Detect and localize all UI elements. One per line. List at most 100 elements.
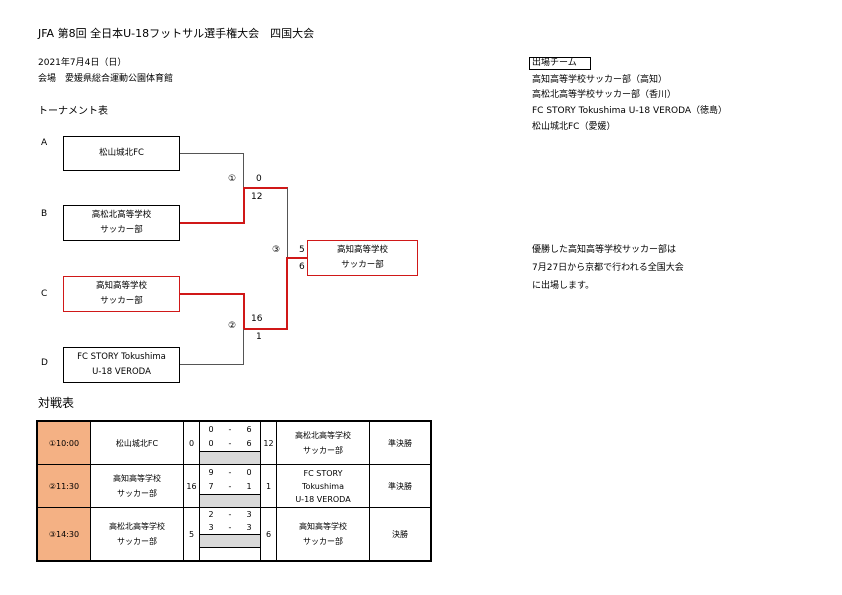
team-box-d: FC STORY Tokushima U-18 VERODA xyxy=(63,347,180,383)
team-name-line: 高知高等学校 xyxy=(113,474,161,483)
table-row xyxy=(37,547,431,562)
away-total: 6 xyxy=(260,507,277,562)
shootout-cell xyxy=(199,451,261,465)
bracket-line-win xyxy=(286,257,288,330)
away-team: FC STORY Tokushima U-18 VERODA xyxy=(276,464,370,508)
half-home: 2 xyxy=(208,510,214,519)
bracket-line-win xyxy=(243,188,245,224)
half-home: 0 xyxy=(208,439,214,449)
half-score: 0 - 6 xyxy=(199,420,261,437)
team-name-line: サッカー部 xyxy=(117,489,157,498)
half-dash: - xyxy=(228,424,232,434)
entry-team: 高松北高等学校サッカー部（香川） xyxy=(532,90,677,100)
bracket-line xyxy=(287,188,288,258)
half-score: 2 - 3 xyxy=(199,507,261,521)
shootout-cell xyxy=(199,534,261,548)
winner-box: 高知高等学校 サッカー部 xyxy=(307,240,418,276)
half-away: 0 xyxy=(246,467,252,477)
match-time: ②11:30 xyxy=(36,464,91,508)
match-time: ①10:00 xyxy=(36,420,91,465)
bracket-line xyxy=(243,153,244,189)
score-m1-bottom: 12 xyxy=(251,192,263,202)
team-name-line: サッカー部 xyxy=(303,537,343,546)
team-name-line: FC STORY Tokushima xyxy=(77,352,166,362)
home-team: 松山城北FC xyxy=(90,420,184,465)
bracket-line-win xyxy=(243,293,245,330)
entry-team: 高知高等学校サッカー部（高知） xyxy=(532,75,668,85)
entry-team: 松山城北FC（愛媛） xyxy=(532,122,616,132)
entries-heading-box xyxy=(529,57,591,70)
team-name-line: 松山城北FC xyxy=(115,438,159,448)
home-team: 高知高等学校 サッカー部 xyxy=(90,464,184,508)
half-away: 6 xyxy=(246,439,252,449)
team-name-line: 高知高等学校 xyxy=(95,281,147,291)
match-table: ①10:00 松山城北FC 0 0 - 6 12 高松北高等学校 サッカー部 準… xyxy=(36,420,432,562)
team-name-line: U-18 VERODA xyxy=(92,367,151,377)
team-name-line: サッカー部 xyxy=(100,296,143,306)
home-total: 16 xyxy=(183,464,200,508)
bracket-line xyxy=(180,364,244,365)
half-home: 3 xyxy=(208,523,214,532)
slot-label-c: C xyxy=(41,289,48,299)
home-total: 5 xyxy=(183,507,200,562)
result-message-line: 7月27日から京都で行われる全国大会 xyxy=(532,263,684,273)
matches-label: 対戦表 xyxy=(38,396,75,410)
team-name-line: 高松北高等学校 xyxy=(295,431,351,440)
away-total: 1 xyxy=(260,464,277,508)
half-score: 7 - 1 xyxy=(199,479,261,495)
match-time: ③14:30 xyxy=(36,507,91,562)
team-name-line: 松山城北FC xyxy=(99,148,144,158)
away-team: 高知高等学校 サッカー部 xyxy=(276,507,370,562)
table-row xyxy=(37,494,431,508)
team-name-line: 高松北高等学校 xyxy=(109,522,165,531)
away-total: 12 xyxy=(260,420,277,465)
team-box-a: 松山城北FC xyxy=(63,136,180,171)
half-home: 7 xyxy=(208,482,214,492)
team-name-line: FC STORY xyxy=(303,468,343,478)
slot-label-d: D xyxy=(41,358,48,368)
table-row xyxy=(37,451,431,465)
score-m2-bottom: 1 xyxy=(256,332,262,342)
table-row xyxy=(37,534,431,548)
round-label: 決勝 xyxy=(369,507,432,562)
team-name-line: 高松北高等学校 xyxy=(91,210,152,220)
half-away: 6 xyxy=(246,424,252,434)
slot-label-b: B xyxy=(41,209,48,219)
round-label: 準決勝 xyxy=(369,464,432,508)
half-home: 0 xyxy=(208,424,214,434)
team-name-line: サッカー部 xyxy=(117,537,157,546)
half-dash: - xyxy=(228,510,232,519)
score-m3-top: 5 xyxy=(299,245,305,255)
table-row: ②11:30 高知高等学校 サッカー部 16 9 - 0 1 FC STORY … xyxy=(36,464,432,508)
table-row: ①10:00 松山城北FC 0 0 - 6 12 高松北高等学校 サッカー部 準… xyxy=(36,420,432,465)
half-score: 3 - 3 xyxy=(199,521,261,535)
event-venue: 会場 愛媛県総合運動公園体育館 xyxy=(38,74,174,84)
entry-team: FC STORY Tokushima U-18 VERODA（徳島） xyxy=(532,106,728,116)
winner-name-line: サッカー部 xyxy=(341,260,384,270)
tournament-label: トーナメント表 xyxy=(38,106,108,117)
result-message-line: に出場します。 xyxy=(532,281,595,291)
bracket-line xyxy=(180,153,244,154)
half-away: 3 xyxy=(246,523,252,532)
home-total: 0 xyxy=(183,420,200,465)
team-box-c: 高知高等学校 サッカー部 xyxy=(63,276,180,312)
team-name-line: サッカー部 xyxy=(303,446,343,455)
half-dash: - xyxy=(228,467,232,477)
page-title: JFA 第8回 全日本U-18フットサル選手権大会 四国大会 xyxy=(38,27,315,40)
score-m2-top: 16 xyxy=(251,314,263,324)
entries-heading: 出場チーム xyxy=(532,58,577,68)
round-label: 準決勝 xyxy=(369,420,432,465)
bracket-line-win xyxy=(286,257,307,259)
half-away: 1 xyxy=(246,482,252,492)
half-dash: - xyxy=(228,439,232,449)
home-team: 高松北高等学校 サッカー部 xyxy=(90,507,184,562)
winner-name-line: 高知高等学校 xyxy=(336,245,388,255)
team-name-line: 高知高等学校 xyxy=(299,522,347,531)
bracket-line-win xyxy=(243,328,288,330)
team-name-line: U-18 VERODA xyxy=(295,494,351,504)
half-score: 0 - 6 xyxy=(199,436,261,452)
shootout-cell xyxy=(199,494,261,508)
table-row: 7 - 1 xyxy=(37,479,431,495)
score-m1-top: 0 xyxy=(256,174,262,184)
match-number-1: ① xyxy=(228,174,237,184)
